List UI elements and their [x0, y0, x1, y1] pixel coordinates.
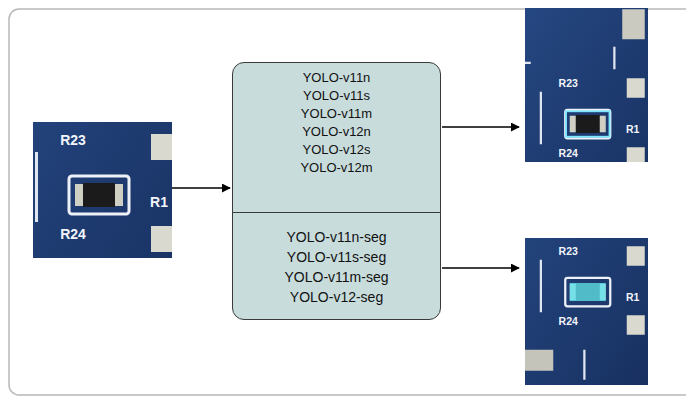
model-name: YOLO-v12-seg	[233, 287, 440, 307]
part-designator: R1	[150, 195, 168, 209]
part-designator: R23	[60, 133, 86, 147]
detection-arrow	[442, 126, 519, 128]
part-designator: R24	[559, 316, 578, 327]
part-designator: R24	[559, 148, 578, 159]
model-name: YOLO-v11m-seg	[233, 267, 440, 287]
model-name: YOLO-v12n	[233, 123, 440, 141]
segmentation-model-box: YOLO-v11n-segYOLO-v11s-segYOLO-v11m-segY…	[232, 212, 441, 321]
part-designator: R23	[559, 246, 578, 257]
detection-result-photo	[525, 8, 648, 162]
segmentation-arrow	[442, 267, 519, 269]
model-name: YOLO-v12s	[233, 141, 440, 159]
part-designator: R1	[626, 124, 639, 135]
model-name: YOLO-v11n-seg	[233, 227, 440, 247]
model-name: YOLO-v11n	[233, 69, 440, 87]
part-designator: R24	[60, 227, 86, 241]
model-name: YOLO-v12m	[233, 159, 440, 177]
model-name: YOLO-v11s-seg	[233, 247, 440, 267]
part-designator: R23	[559, 78, 578, 89]
part-designator: R1	[626, 292, 639, 303]
detection-model-box: YOLO-v11nYOLO-v11sYOLO-v11mYOLO-v12nYOLO…	[232, 62, 441, 214]
segmentation-result-photo	[525, 238, 648, 385]
model-name: YOLO-v11s	[233, 87, 440, 105]
input-pcb-photo	[33, 122, 172, 258]
input-arrow	[172, 187, 230, 189]
model-name: YOLO-v11m	[233, 105, 440, 123]
